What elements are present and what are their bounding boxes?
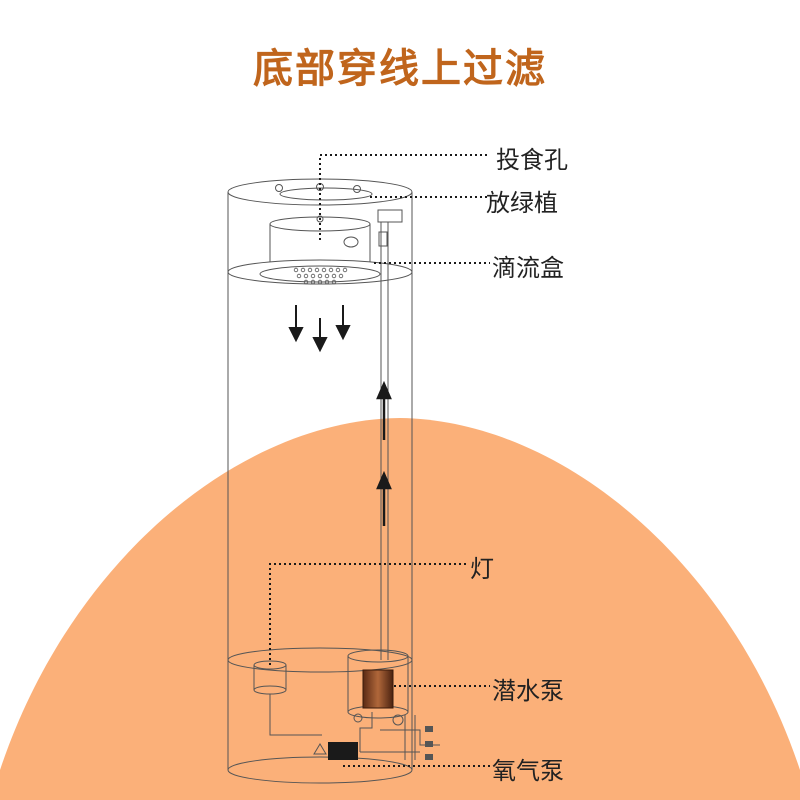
leader-feeding-hole [319,154,490,240]
label-air-pump: 氧气泵 [492,757,564,785]
light-wire [269,694,322,736]
tank-bottom-rim [227,756,413,784]
plant-ring [279,187,373,201]
pipe-fitting-side [378,231,388,247]
background-mound [0,418,800,800]
air-pump-body [328,742,358,760]
diagram-title: 底部穿线上过滤 [253,45,547,92]
pipe-fitting-top [377,209,403,223]
feed-hole-1 [275,184,283,192]
label-submersible-pump: 潜水泵 [492,677,564,705]
submersible-pump-body [362,669,394,709]
drip-holes [293,267,348,285]
check-valve-icon [313,743,327,755]
lower-platform [227,647,413,673]
label-plant-area: 放绿植 [486,189,558,217]
down-flow-arrows [288,305,351,353]
power-plugs [425,726,433,760]
up-flow-arrows [376,380,392,526]
leader-lines [269,154,490,767]
air-line [359,712,373,752]
drip-box-port [343,236,359,248]
drip-box-hole [316,215,324,223]
tank-top-rim [227,178,413,206]
label-feeding-hole: 投食孔 [496,146,568,174]
label-light: 灯 [470,555,494,583]
filter-plate-inner [259,265,381,283]
leader-light [269,563,466,665]
feed-hole-3 [353,185,361,193]
label-drip-box: 滴流盒 [492,254,564,282]
